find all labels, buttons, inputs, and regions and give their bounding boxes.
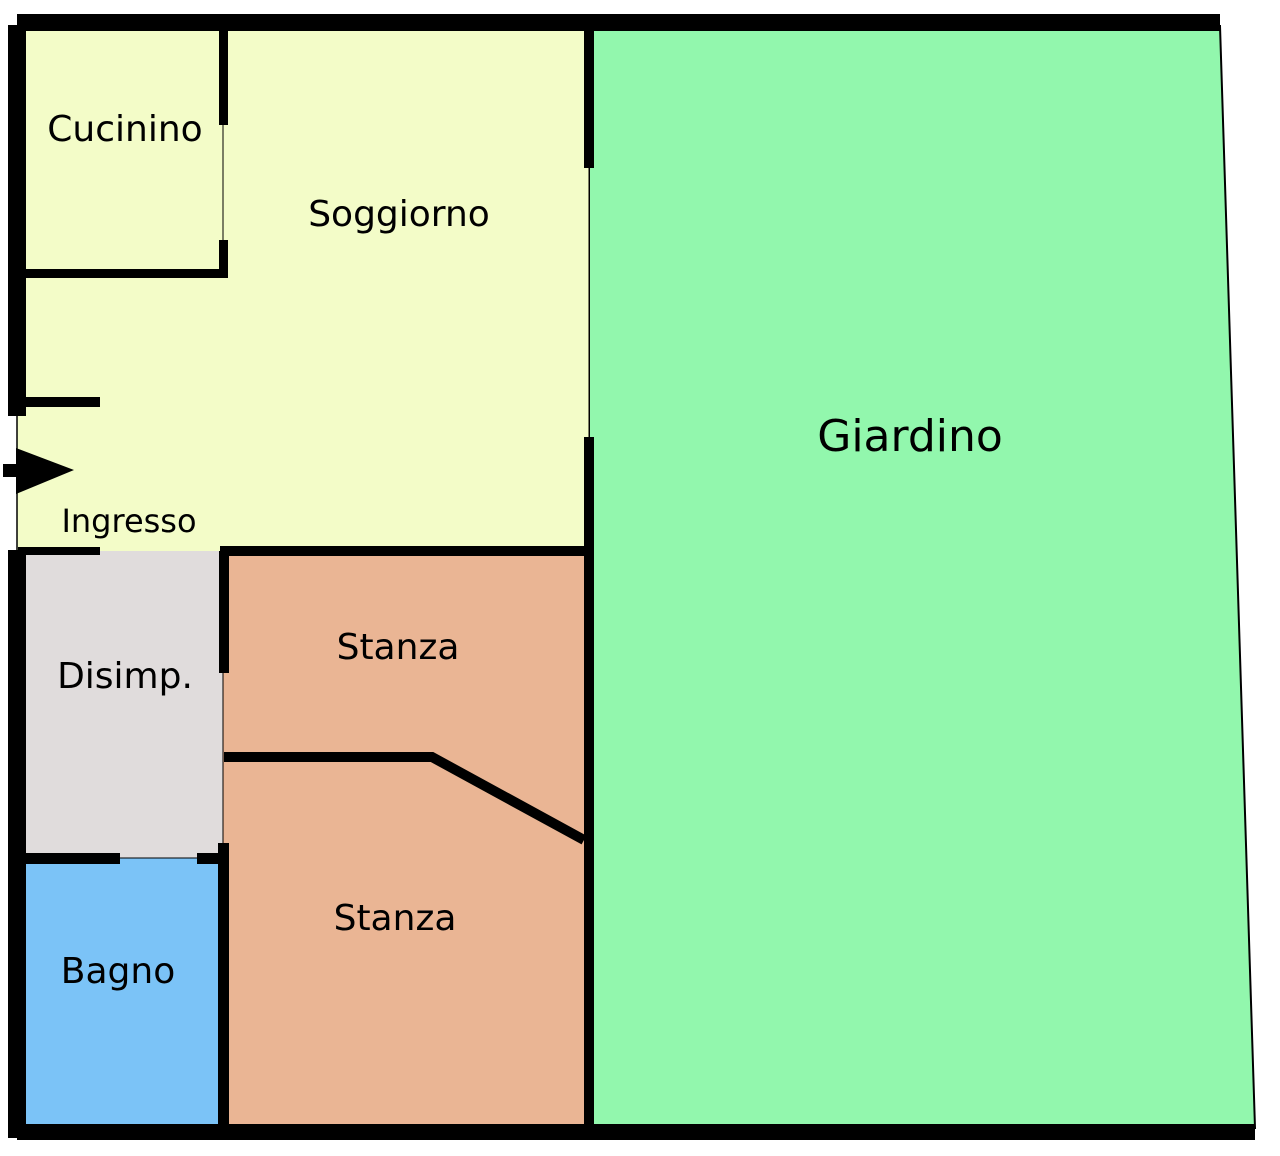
walls xyxy=(8,14,1255,1140)
label-stanza-lower: Stanza xyxy=(334,898,457,939)
room-bagno xyxy=(17,858,223,1128)
room-soggiorno-ingresso xyxy=(17,26,589,551)
room-stanza xyxy=(223,551,589,1128)
label-stanza-upper: Stanza xyxy=(337,627,460,668)
wall-disimp-upper xyxy=(219,551,229,673)
label-cucinino: Cucinino xyxy=(47,109,202,150)
wall-kitchen-stub xyxy=(219,240,228,278)
wall-garden-upper xyxy=(584,25,594,168)
wall-garden-lower xyxy=(584,437,594,1132)
label-bagno: Bagno xyxy=(61,951,175,992)
wall-stanza-top xyxy=(220,546,590,556)
wall-stanza-divider xyxy=(224,752,587,845)
wall-left-lower xyxy=(8,550,26,1138)
wall-disimp-top-left xyxy=(18,547,100,555)
label-ingresso: Ingresso xyxy=(61,502,196,540)
label-giardino: Giardino xyxy=(817,411,1003,462)
wall-kitchen-vertical xyxy=(219,28,228,125)
room-giardino xyxy=(588,25,1257,1129)
wall-top xyxy=(17,14,1220,31)
wall-kitchen-horizontal xyxy=(18,269,228,278)
wall-left-upper xyxy=(8,25,26,416)
label-disimpegno: Disimp. xyxy=(57,656,193,697)
wall-entry-stub xyxy=(18,397,100,407)
wall-bagno-top-right xyxy=(197,853,227,864)
wall-bagno-top-left xyxy=(18,853,120,864)
wall-disimp-lower xyxy=(218,843,229,1131)
room-disimpegno xyxy=(17,551,223,858)
label-soggiorno: Soggiorno xyxy=(308,194,490,235)
wall-bottom xyxy=(17,1124,1255,1140)
entrance-arrow-icon xyxy=(3,448,74,494)
